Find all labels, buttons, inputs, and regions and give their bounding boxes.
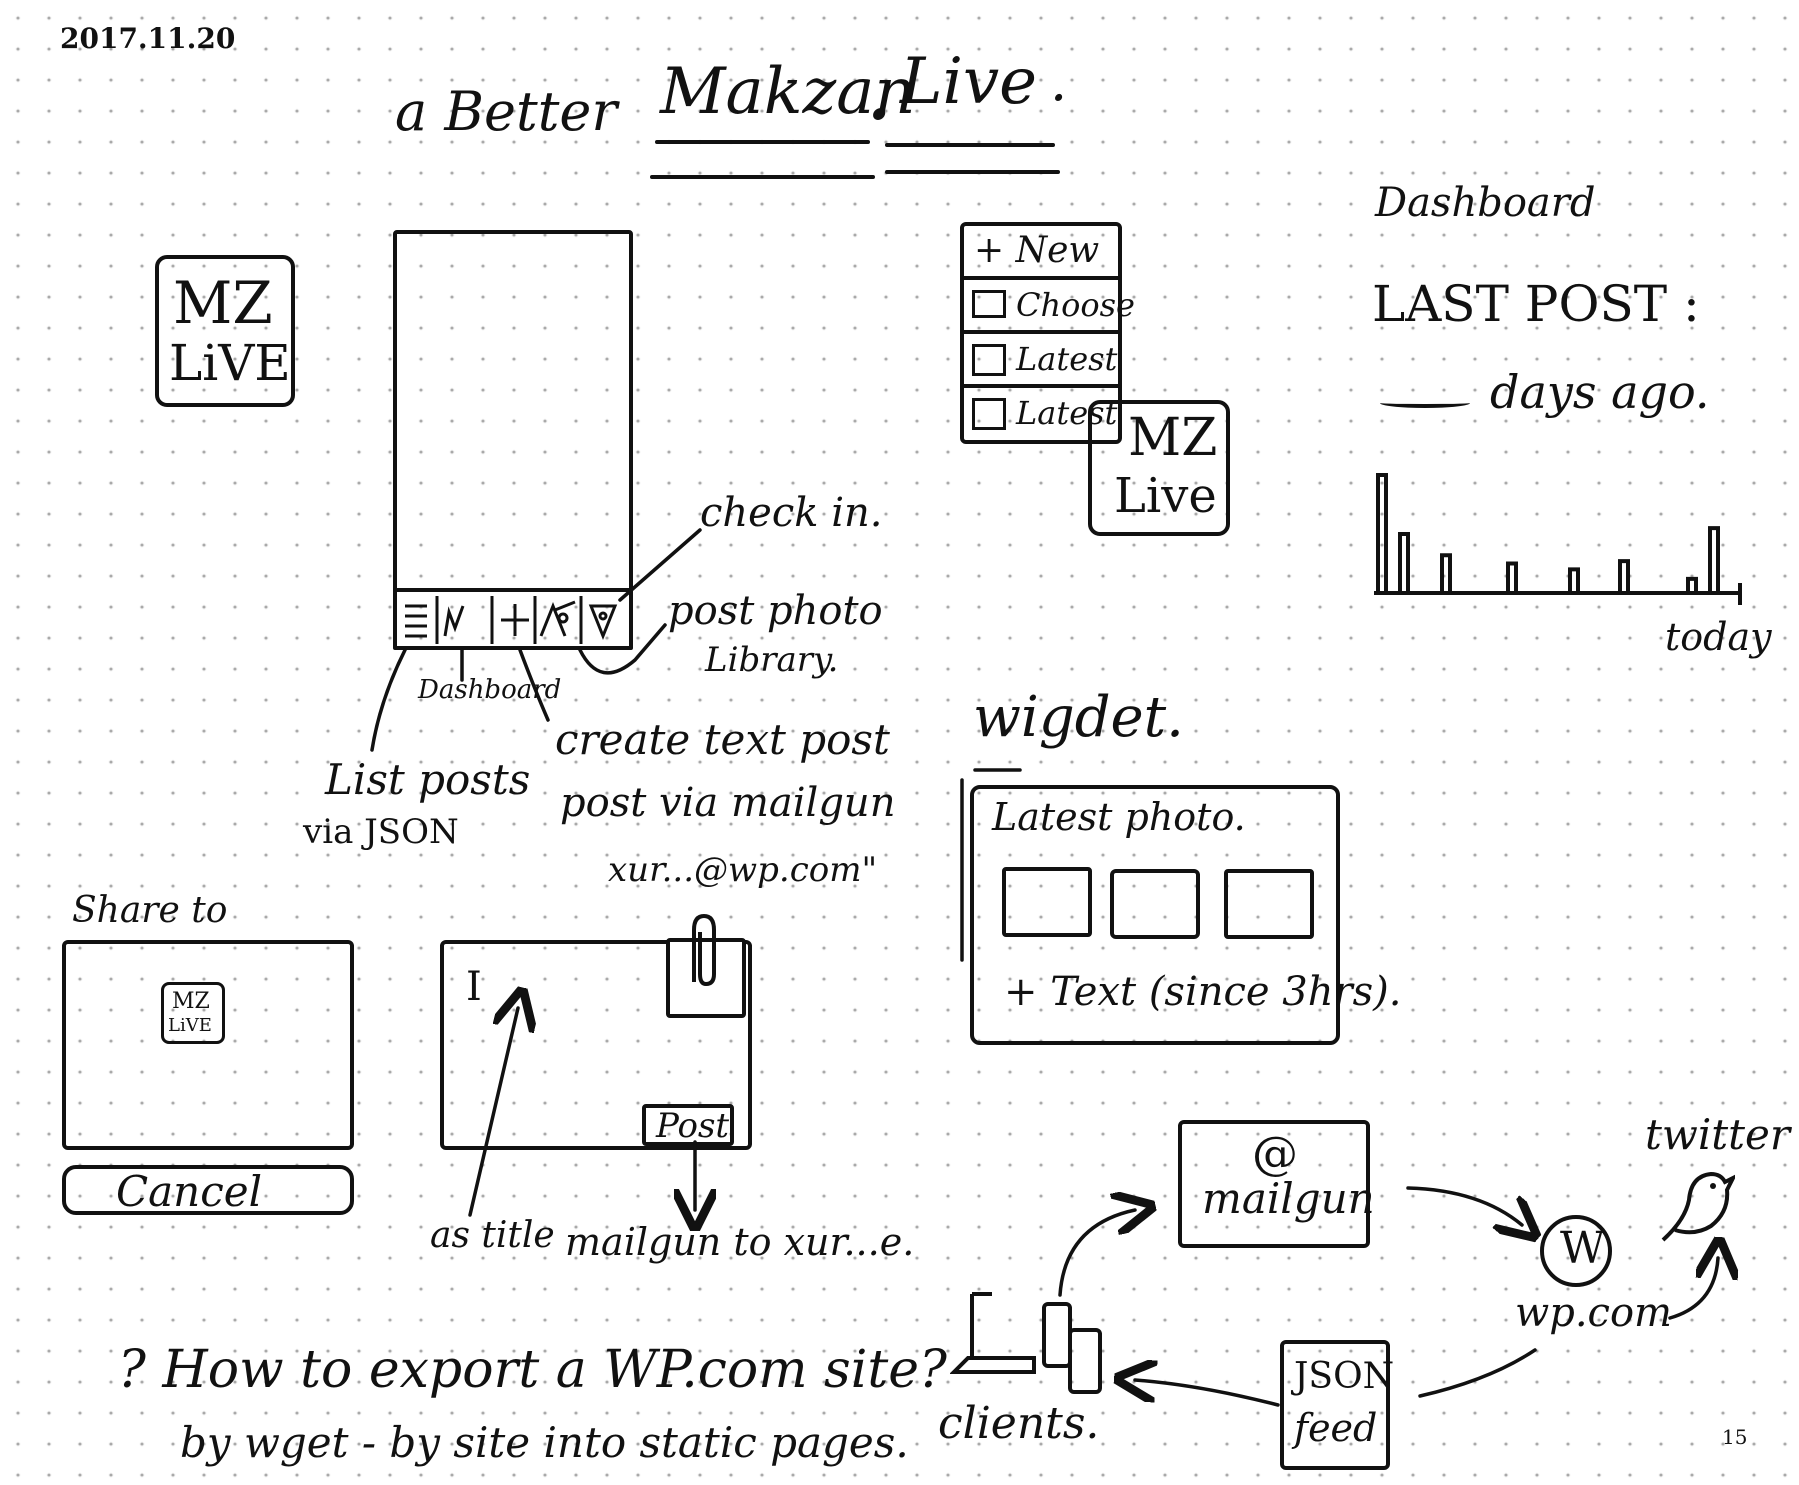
twitter-bird-icon xyxy=(1661,1171,1735,1242)
email-label: xur...@wp.com" xyxy=(608,850,878,890)
photo-icon xyxy=(539,600,576,637)
mailgun-node-label: mailgun xyxy=(1202,1174,1375,1223)
question-line-2: by wget - by site into static pages. xyxy=(180,1418,909,1467)
mailgun-node: @ mailgun xyxy=(1178,1120,1375,1248)
choose-icon xyxy=(972,290,1006,318)
days-ago-label: days ago. xyxy=(1490,365,1710,419)
twitter-label: twitter xyxy=(1645,1110,1790,1159)
widget-frame: Latest photo. + Text (since 3hrs). xyxy=(970,785,1401,1045)
post-photo-label: post photo xyxy=(668,588,883,634)
title-word-live: Live xyxy=(900,45,1037,119)
mailgun-to-label: mailgun to xur...e. xyxy=(565,1220,915,1264)
widget-photo-1[interactable] xyxy=(1002,867,1092,937)
activity-bar xyxy=(1398,532,1410,593)
share-sheet: MZ LiVE xyxy=(62,940,354,1150)
title-underline-3 xyxy=(885,143,1055,147)
laptop-icon xyxy=(950,1292,1036,1374)
compose-screen: I Post xyxy=(440,913,752,1150)
pin-icon xyxy=(588,604,618,641)
mobile-devices-icon xyxy=(1042,1302,1102,1394)
chart-icon xyxy=(443,605,465,637)
clients-label: clients. xyxy=(938,1398,1100,1449)
list-posts-label: List posts xyxy=(325,755,531,804)
as-title-label: as title xyxy=(430,1215,555,1256)
activity-bar-chart xyxy=(1374,473,1742,605)
json-feed-node: JSON feed xyxy=(1280,1340,1394,1470)
activity-bar xyxy=(1686,576,1698,593)
days-ago-blank xyxy=(1380,398,1470,408)
activity-bar xyxy=(1618,559,1630,593)
dashboard-label: Dashboard xyxy=(418,675,562,705)
post-button[interactable]: Post xyxy=(642,1104,734,1146)
menu-app-icon-logo: MZ Live xyxy=(1088,400,1230,536)
wordpress-logo-icon: W xyxy=(1540,1215,1612,1287)
at-symbol: @ xyxy=(1252,1126,1298,1180)
text-cursor: I xyxy=(466,964,482,1010)
quick-action-menu: + New Choose Latest Latest xyxy=(960,222,1135,444)
create-text-post-label: create text post xyxy=(555,715,890,764)
app-icon-logo: MZ LiVE xyxy=(155,255,295,407)
share-app-icon[interactable]: MZ LiVE xyxy=(161,982,225,1044)
title-underline-1 xyxy=(655,140,870,144)
title-word-makzan: Makzan xyxy=(660,55,916,129)
logo-line-1: MZ xyxy=(173,269,273,337)
today-label: today xyxy=(1665,615,1772,659)
logo-line-2: LiVE xyxy=(169,334,291,392)
library-label: Library. xyxy=(705,640,839,680)
date-label: 2017.11.20 xyxy=(60,22,236,55)
title-prefix: a Better xyxy=(395,80,618,143)
title-underline-4 xyxy=(885,170,1060,174)
widget-photo-2[interactable] xyxy=(1110,869,1200,939)
share-title: Share to xyxy=(72,890,228,931)
photo-thumb-icon xyxy=(972,398,1006,430)
widget-text-line: + Text (since 3hrs). xyxy=(1004,969,1402,1015)
dashboard-title: Dashboard xyxy=(1375,180,1596,226)
phone-toolbar xyxy=(393,588,633,650)
widget-photo-3[interactable] xyxy=(1224,869,1314,939)
menu-item-latest-1[interactable]: Latest xyxy=(964,334,1118,388)
activity-bar xyxy=(1376,473,1388,593)
widget-latest-photo-label: Latest photo. xyxy=(992,795,1246,839)
menu-item-new[interactable]: + New xyxy=(964,226,1118,280)
photo-thumb-icon xyxy=(972,344,1006,376)
wp-com-label: wp.com xyxy=(1515,1290,1672,1336)
toolbar-icons xyxy=(405,596,618,644)
title-dot: . xyxy=(868,60,891,135)
activity-bar xyxy=(1568,567,1580,593)
paperclip-icon xyxy=(692,913,716,987)
menu-item-latest-2[interactable]: Latest xyxy=(964,388,1118,440)
list-icon xyxy=(405,604,427,638)
activity-bar xyxy=(1506,561,1518,593)
page-number: 15 xyxy=(1722,1425,1748,1449)
post-via-mailgun-label: post via mailgun xyxy=(560,780,896,826)
phone-mockup xyxy=(393,230,633,650)
widget-heading: wigdet. xyxy=(973,685,1184,750)
via-json-label: via JSON xyxy=(303,812,459,852)
activity-bar xyxy=(1708,526,1720,593)
menu-item-choose[interactable]: Choose xyxy=(964,280,1135,334)
check-in-label: check in. xyxy=(700,490,883,536)
cancel-button[interactable]: Cancel xyxy=(62,1165,354,1216)
activity-bar xyxy=(1440,553,1452,593)
question-line-1: ? How to export a WP.com site? xyxy=(118,1340,947,1400)
attach-photo-thumb[interactable] xyxy=(666,938,746,1018)
plus-icon xyxy=(501,604,529,636)
title-end-dot: . xyxy=(1050,50,1068,113)
last-post-label: LAST POST : xyxy=(1372,275,1700,333)
title-underline-2 xyxy=(650,175,875,179)
